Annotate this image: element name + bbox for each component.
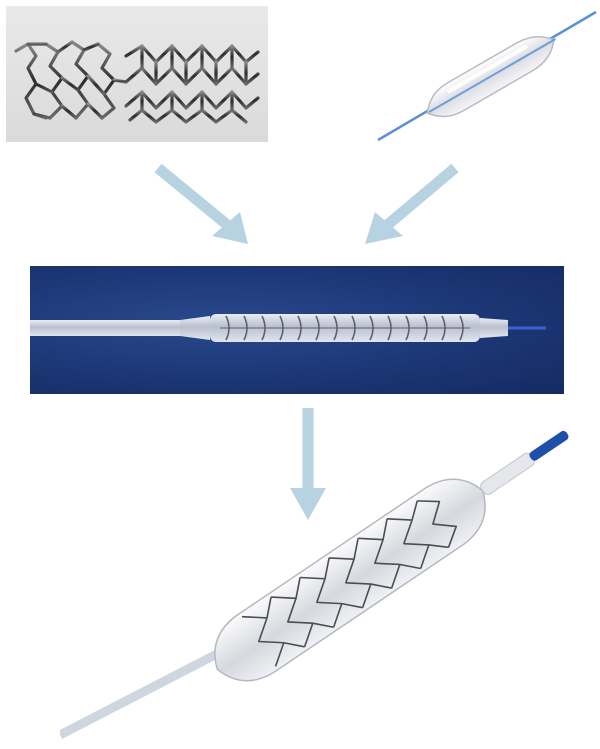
expanded-stent-icon [60, 430, 600, 749]
balloon-catheter-image [360, 0, 600, 150]
deployed-stent-image [60, 430, 600, 749]
stent-icon [6, 6, 268, 142]
bare-stent-image [6, 6, 268, 142]
crimped-stent-icon [30, 266, 564, 394]
arrow-balloon-to-crimped-icon [355, 160, 465, 250]
crimped-stent-image [30, 266, 564, 394]
arrow-stent-to-crimped-icon [150, 160, 260, 250]
balloon-catheter-icon [360, 0, 600, 150]
